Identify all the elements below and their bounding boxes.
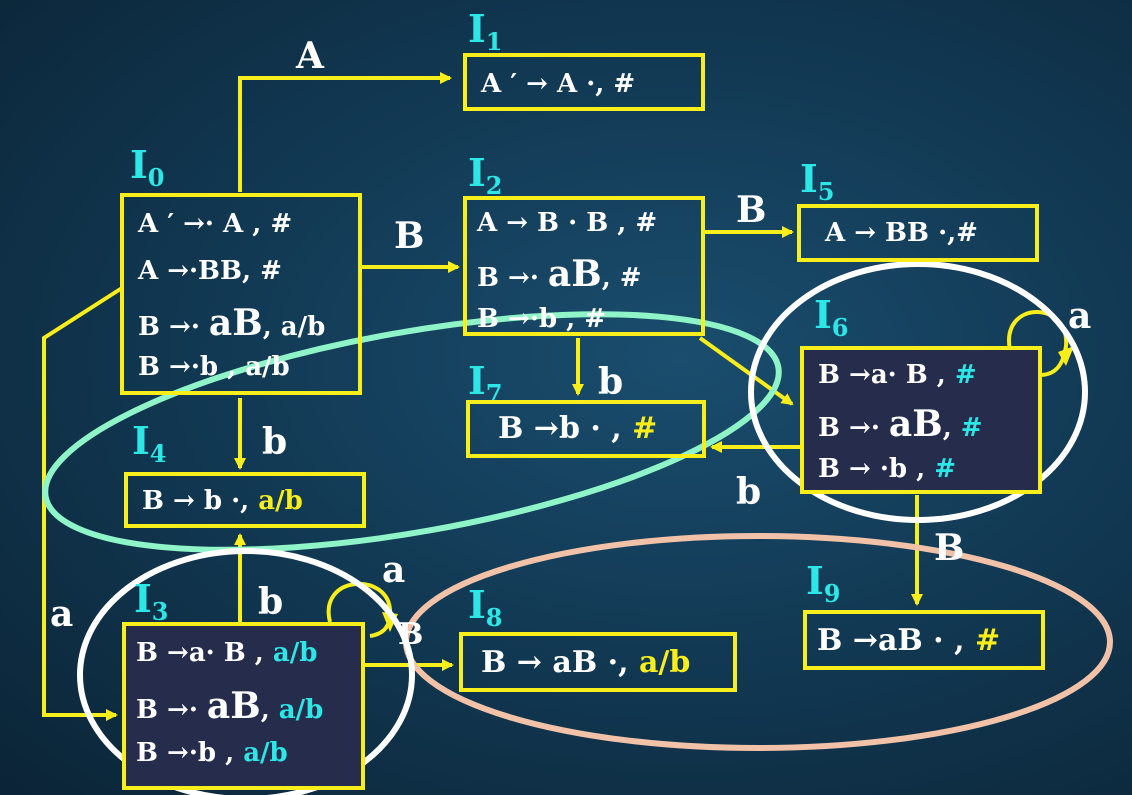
edge-i2-i6 xyxy=(698,336,794,406)
ellipse-white-i6 xyxy=(748,261,1088,523)
item-line: B →b · , # xyxy=(498,411,658,446)
edge-i3-self xyxy=(326,581,393,638)
state-box-i6: B →a· B , # B →· aB, # B → ·b , # xyxy=(800,346,1042,494)
item-line: A → B · B , # xyxy=(477,208,658,238)
ellipse-green-i4-i7 xyxy=(42,311,782,553)
edge-label-i2-i7: b xyxy=(598,361,624,403)
state-box-i3: B →a· B , a/b B →· aB, a/b B →·b , a/b xyxy=(122,622,365,790)
state-label-i6: I6 xyxy=(814,292,849,342)
item-line: B →· aB, a/b xyxy=(138,302,326,344)
edge-label-i6-i9: B xyxy=(934,527,965,569)
edge-label-i3-i8: B xyxy=(398,617,424,652)
item-line: B →·b , a/b xyxy=(136,738,288,768)
edge-label-i3-self: a xyxy=(382,549,406,591)
state-label-i5: I5 xyxy=(800,156,835,206)
state-box-i5: A → BB ·,# xyxy=(797,204,1039,262)
state-label-i4: I4 xyxy=(132,418,167,468)
item-line: A → BB ·,# xyxy=(825,218,978,248)
edge-label-i6-self: a xyxy=(1068,295,1092,337)
item-line: B →· aB, # xyxy=(477,253,642,295)
edge-i0-i3 xyxy=(42,286,124,721)
item-line: B → ·b , # xyxy=(818,454,957,484)
state-box-i7: B →b · , # xyxy=(466,400,706,458)
item-line: B →· aB, # xyxy=(818,403,983,445)
edge-i0-i1 xyxy=(238,72,452,192)
item-line: B →a· B , a/b xyxy=(136,638,318,668)
item-line: B →aB · , # xyxy=(817,623,1001,658)
state-label-i3: I3 xyxy=(134,576,169,626)
item-line: B →a· B , # xyxy=(818,360,977,390)
edge-label-i3-i4: b xyxy=(258,581,284,623)
state-label-i8: I8 xyxy=(468,582,503,632)
edge-label-i0-i2: B xyxy=(394,215,425,257)
item-line: B →·b , # xyxy=(477,304,606,334)
state-label-i1: I1 xyxy=(468,6,503,56)
state-box-i1: A ′ → A ·, # xyxy=(463,53,705,111)
state-box-i4: B → b ·, a/b xyxy=(124,472,366,528)
item-line: B → aB ·, a/b xyxy=(481,645,691,680)
item-line: A ′ → A ·, # xyxy=(481,69,636,99)
state-label-i2: I2 xyxy=(468,150,503,200)
ellipse-white-i3 xyxy=(77,548,415,795)
item-line: B → b ·, a/b xyxy=(142,486,303,516)
item-line: B →· aB, a/b xyxy=(136,685,324,727)
edge-label-i0-i4: b xyxy=(262,421,288,463)
edge-label-i0-i3: a xyxy=(50,593,74,635)
state-box-i9: B →aB · , # xyxy=(803,610,1045,670)
state-box-i8: B → aB ·, a/b xyxy=(459,632,737,692)
state-box-i2: A → B · B , # B →· aB, # B →·b , # xyxy=(463,196,705,336)
edge-label-i6-i7: b xyxy=(736,471,762,513)
edge-label-i0-i1: A xyxy=(296,35,324,77)
state-box-i0: A ′ →· A , # A →·BB, # B →· aB, a/b B →·… xyxy=(120,193,362,395)
item-line: A →·BB, # xyxy=(138,256,282,286)
state-label-i7: I7 xyxy=(468,358,503,408)
item-line: B →·b , a/b xyxy=(138,352,290,382)
state-label-i0: I0 xyxy=(130,142,165,192)
item-line: A ′ →· A , # xyxy=(138,209,293,239)
edge-label-i2-i5: B xyxy=(736,189,767,231)
edge-i6-self-head xyxy=(1058,346,1074,366)
state-label-i9: I9 xyxy=(806,558,841,608)
